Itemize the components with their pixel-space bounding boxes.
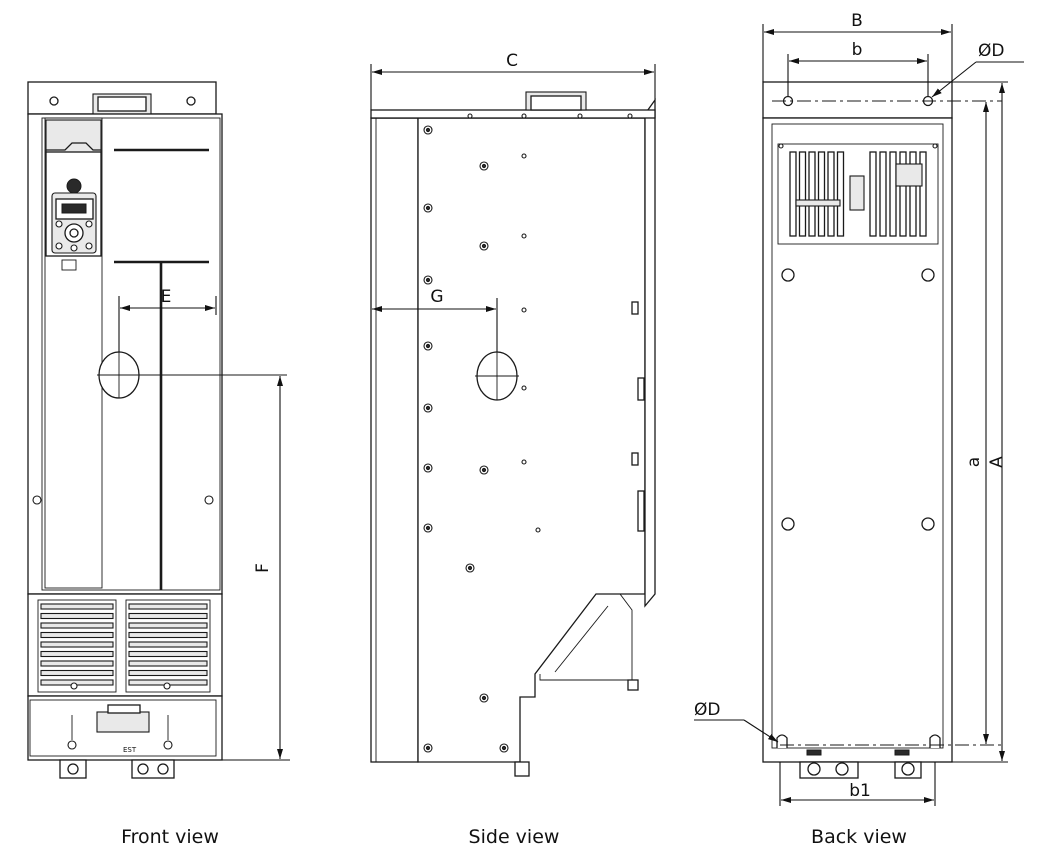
front-dimension-f-label: F (253, 563, 273, 573)
side-back-flange (644, 97, 656, 608)
screw-center (467, 565, 473, 571)
screw-center (501, 745, 507, 751)
front-view: EST E F (27, 81, 290, 779)
front-keypad-logo (66, 178, 82, 194)
screw-center (425, 405, 431, 411)
back-dimension-b-lower-label: b (852, 40, 863, 60)
vent-bracket (795, 199, 841, 207)
back-mounting-slot-bottom-right (929, 734, 941, 748)
vent-slot (919, 151, 927, 237)
rivet (521, 459, 527, 465)
back-dimension-a-upper-label: A (987, 456, 1007, 468)
screw-center (425, 465, 431, 471)
louvre-slat (40, 660, 114, 667)
louvre-slat (128, 622, 208, 629)
back-dimension-b-upper-label: B (851, 11, 863, 31)
front-terminal-block (96, 711, 150, 733)
back-view: B b ØD ØD a A b1 (694, 11, 1024, 806)
louvre-slat (40, 603, 114, 610)
screw-center (481, 695, 487, 701)
rivet (521, 153, 527, 159)
side-dimension-c-label: C (506, 51, 518, 71)
vent-slot (836, 151, 845, 237)
louvre-slat (128, 669, 208, 677)
louvre-slat (128, 641, 208, 648)
back-view-caption: Back view (811, 826, 907, 848)
louvre-slat (128, 603, 208, 610)
vent-bracket (849, 175, 865, 211)
louvre-slat (40, 641, 114, 648)
vent-slot (909, 151, 917, 237)
vent-slot (899, 151, 907, 237)
screw-center (481, 467, 487, 473)
back-top-flange (762, 81, 953, 119)
back-dimension-a-lower-label: a (964, 457, 984, 467)
screw-center (425, 277, 431, 283)
rivet (627, 113, 633, 119)
vent-slot (798, 151, 807, 237)
louvre-slat (40, 612, 114, 620)
front-dimension-e-label: E (161, 287, 172, 307)
rivet (467, 113, 473, 119)
vent-slot (817, 151, 826, 237)
rivet (521, 385, 527, 391)
back-mounting-slot-bottom-left (776, 734, 788, 748)
front-lcp-cradle-top (45, 119, 102, 155)
front-view-caption: Front view (121, 826, 219, 848)
louvre-slat (128, 612, 208, 620)
vent-bracket (895, 163, 923, 187)
back-vent-slots (789, 151, 927, 237)
rivet (521, 307, 527, 313)
screw-center (481, 163, 487, 169)
rivet (521, 233, 527, 239)
vent-slot (889, 151, 897, 237)
side-front-door-edge (370, 117, 419, 763)
vent-slot (869, 151, 877, 237)
front-flange-hole-left (49, 96, 59, 106)
screw-center (425, 343, 431, 349)
vent-slot (808, 151, 816, 237)
front-door-panel (44, 117, 103, 589)
louvre-slat (40, 669, 114, 677)
front-louvres (40, 603, 208, 686)
screw-center (425, 745, 431, 751)
louvre-slat (40, 622, 114, 629)
louvre-slat (128, 631, 208, 639)
vent-slot (827, 151, 835, 237)
louvre-slat (40, 631, 114, 639)
back-dimension-d-bottom-label: ØD (694, 700, 720, 720)
side-foot (514, 761, 530, 777)
side-view-caption: Side view (468, 826, 560, 848)
back-dimension-b1-label: b1 (849, 781, 871, 801)
louvre-slat (128, 650, 208, 658)
vent-slot (789, 151, 797, 237)
screw-center (425, 127, 431, 133)
svg-text:EST: EST (123, 746, 137, 754)
vent-slot (879, 151, 887, 237)
rivet (521, 113, 527, 119)
side-view: C G (370, 51, 656, 777)
screw-center (425, 205, 431, 211)
screw-center (481, 243, 487, 249)
back-dimension-d-top-label: ØD (978, 41, 1004, 61)
louvre-slat (40, 650, 114, 658)
rivet (577, 113, 583, 119)
louvre-slat (128, 660, 208, 667)
front-flange-hole-right (186, 96, 196, 106)
back-vent-area (777, 143, 939, 245)
side-enclosure (417, 117, 646, 763)
side-dimension-g-label: G (430, 287, 443, 307)
screw-center (425, 525, 431, 531)
rivet (535, 527, 541, 533)
